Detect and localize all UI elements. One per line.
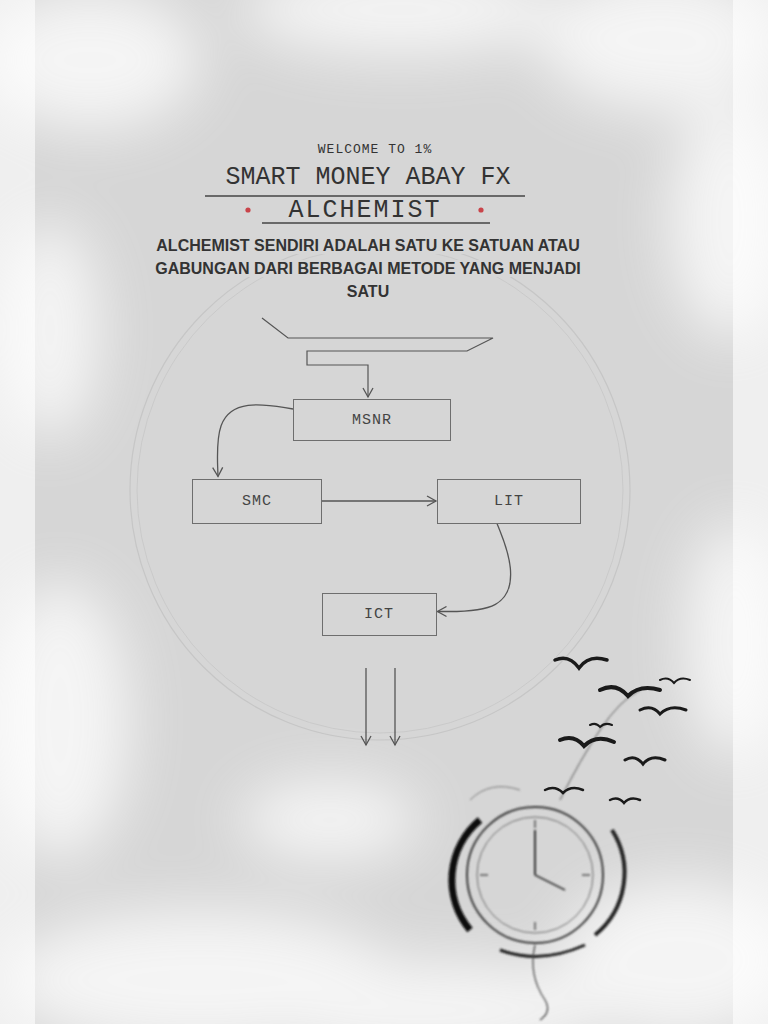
box-label: LIT <box>494 493 524 510</box>
clock-illustration <box>452 690 640 1020</box>
method-box: ICT <box>322 593 437 636</box>
flow-arrow <box>438 524 511 612</box>
subtitle-label: ALCHEMIST <box>288 196 441 225</box>
flow-arrow <box>217 405 293 477</box>
subtitle-label-text: ALCHEMIST <box>288 196 441 225</box>
flow-arrow <box>322 500 436 501</box>
ring <box>130 240 630 740</box>
description-text: ALCHEMIST SENDIRI ADALAH SATU KE SATUAN … <box>133 234 603 303</box>
method-box: MSNR <box>293 399 451 441</box>
page-ground <box>35 0 733 1024</box>
box-label: MSNR <box>352 412 392 429</box>
description-text-text: ALCHEMIST SENDIRI ADALAH SATU KE SATUAN … <box>155 237 581 300</box>
page-title: SMART MONEY ABAY FX <box>225 163 510 192</box>
welcome-label-text: WELCOME TO 1% <box>318 142 432 157</box>
leader-line <box>262 318 493 397</box>
birds <box>545 658 690 803</box>
double-down-arrows <box>366 668 395 745</box>
box-label: SMC <box>242 493 272 510</box>
page-title-text: SMART MONEY ABAY FX <box>225 163 510 192</box>
method-box: SMC <box>192 479 322 524</box>
method-box: LIT <box>437 479 581 524</box>
welcome-label: WELCOME TO 1% <box>318 142 432 157</box>
box-label: ICT <box>364 606 394 623</box>
